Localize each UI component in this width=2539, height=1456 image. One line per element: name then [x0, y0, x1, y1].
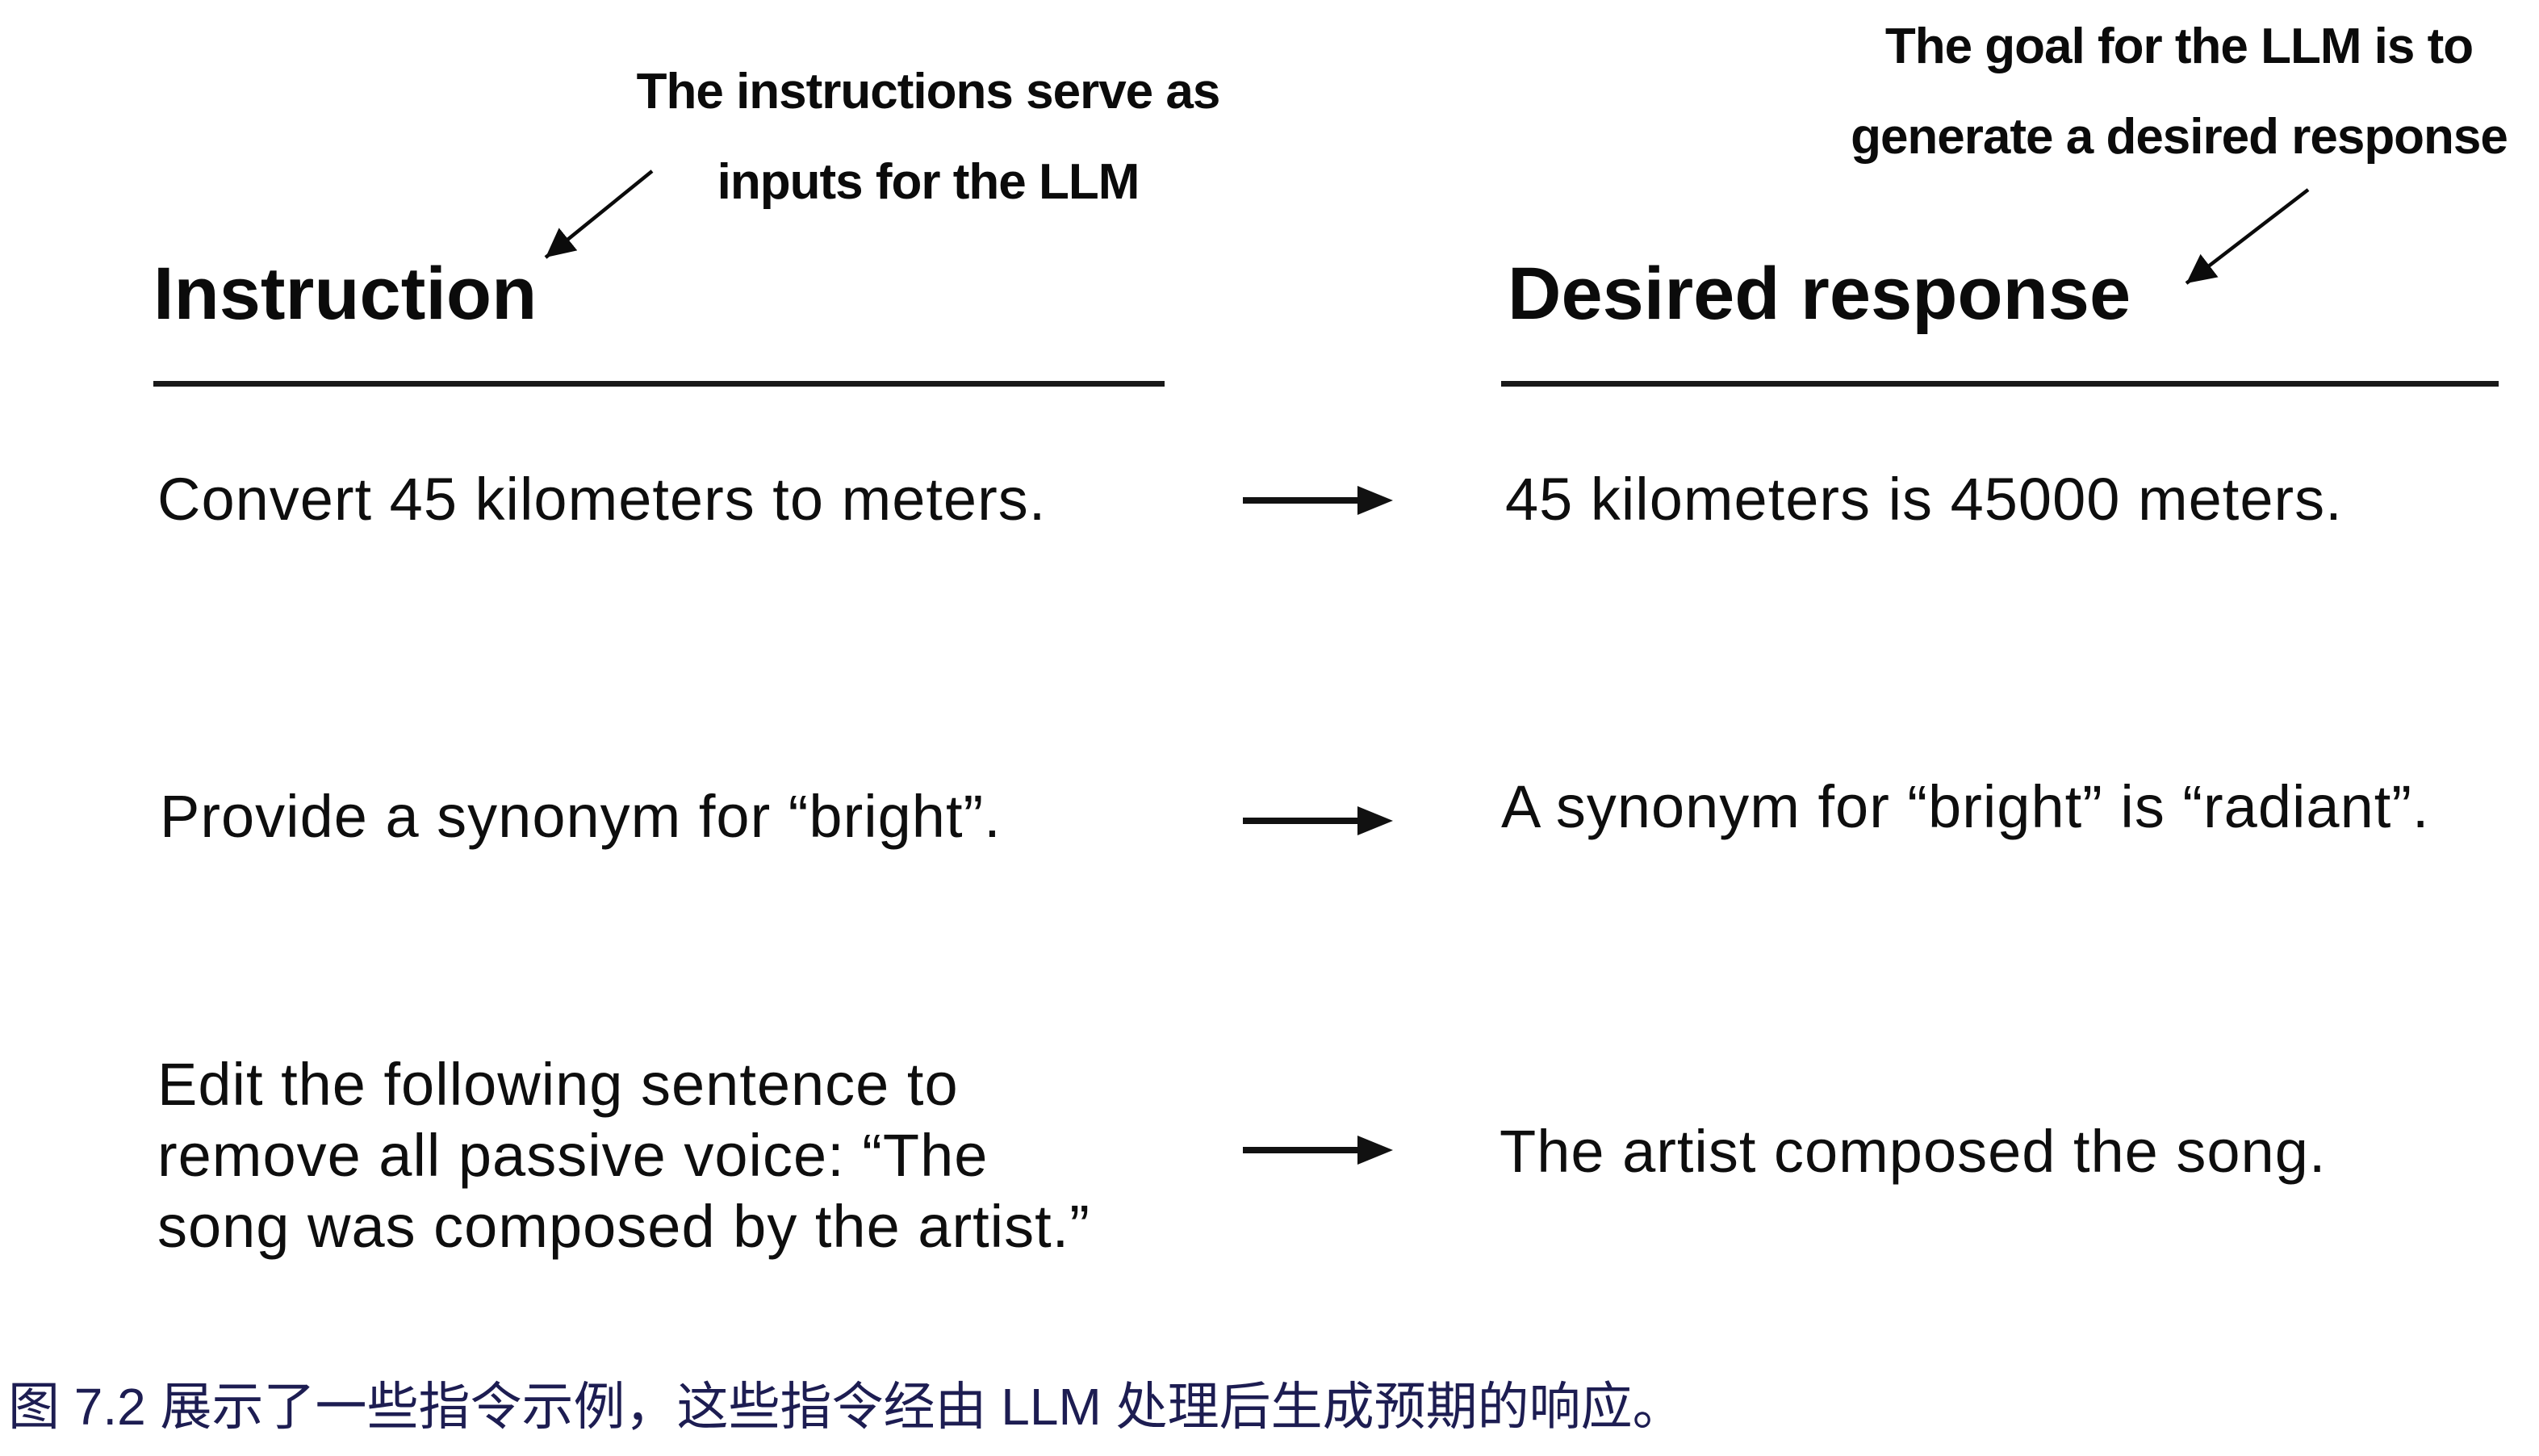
down-left-arrow-icon	[2185, 188, 2310, 285]
instruction-text: Edit the following sentence to remove al…	[157, 1051, 1090, 1260]
response-text: The artist composed the song.	[1500, 1118, 2327, 1185]
instruction-column-header: Instruction	[153, 253, 537, 335]
response-annotation: The goal for the LLM is to generate a de…	[1851, 19, 2508, 165]
desired-response-column-rule	[1501, 381, 2499, 387]
instruction-text: Provide a synonym for “bright”.	[160, 783, 1002, 850]
down-left-arrow-icon	[544, 169, 654, 259]
maps-to-arrow-icon	[1243, 1136, 1393, 1165]
response-text: A synonym for “bright” is “radiant”.	[1501, 773, 2430, 840]
instruction-column-rule	[153, 381, 1165, 387]
instruction-annotation: The instructions serve as inputs for the…	[636, 64, 1221, 210]
response-text: 45 kilometers is 45000 meters.	[1505, 466, 2343, 533]
instruction-text: Convert 45 kilometers to meters.	[157, 466, 1047, 533]
maps-to-arrow-icon	[1243, 486, 1393, 515]
maps-to-arrow-icon	[1243, 806, 1393, 835]
desired-response-column-header: Desired response	[1508, 253, 2131, 335]
figure-caption: 图 7.2 展示了一些指令示例，这些指令经由 LLM 处理后生成预期的响应。	[8, 1378, 1684, 1436]
